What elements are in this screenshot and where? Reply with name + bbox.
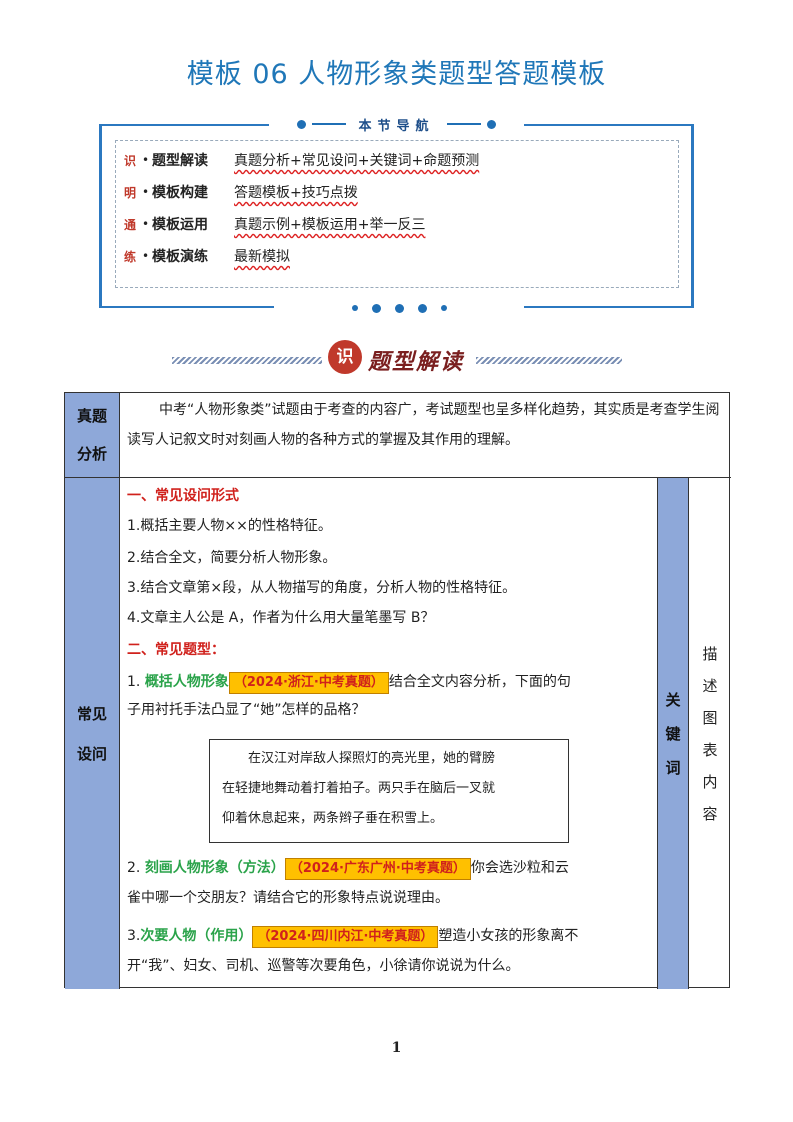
page-title: 模板 06 人物形象类题型答题模板 xyxy=(186,59,607,90)
quoted-passage: 在汉江对岸敌人探照灯的亮光里，她的臂膀 在轻捷地舞动着打着拍子。两只手在脑后一叉… xyxy=(209,739,569,843)
navigation-heading-bar: 本节导航 xyxy=(269,114,524,134)
section-heading-forms: 一、常见设问形式 xyxy=(127,488,239,504)
question-form: 3.结合文章第×段，从人物描写的角度，分析人物的性格特征。 xyxy=(127,580,517,596)
row-label-analysis: 真题 分析 xyxy=(65,393,119,477)
question-type-3: 3.次要人物（作用）（2024·四川内江·中考真题）塑造小女孩的形象离不 xyxy=(127,921,578,951)
navigation-list: 识 • 题型解读 真题分析+常见设问+关键词+命题预测 明 • 模板构建 答题模… xyxy=(115,140,679,288)
section-heading-types: 二、常见题型： xyxy=(127,642,225,658)
question-form: 4.文章主人公是 A，作者为什么用大量笔墨写 B？ xyxy=(127,610,435,626)
row-label-common-questions: 常见 设问 xyxy=(65,478,119,989)
analysis-text: 中考“人物形象类”试题由于考查的内容广，考试题型也呈多样化趋势，其实质是考查学生… xyxy=(127,402,720,448)
section-navigation: 本节导航 识 • 题型解读 真题分析+常见设问+关键词+命题预测 明 • 模板构… xyxy=(99,114,694,314)
dot-icon xyxy=(297,119,307,129)
source-tag: （2024·浙江·中考真题） xyxy=(228,672,389,694)
page-number: 1 xyxy=(391,1040,402,1056)
question-type-1: 1. 概括人物形象（2024·浙江·中考真题）结合全文内容分析，下面的句 xyxy=(127,667,571,697)
keyword-label: 关 键 词 xyxy=(658,478,688,989)
navigation-bottom-decoration xyxy=(274,302,524,314)
question-type-2: 2. 刻画人物形象（方法）（2024·广东广州·中考真题）你会选沙粒和云 xyxy=(127,853,569,883)
keyword-value: 描 述 图 表 内 容 xyxy=(702,644,718,823)
navigation-heading: 本节导航 xyxy=(358,118,435,134)
analysis-table: 真题 分析 中考“人物形象类”试题由于考查的内容广，考试题型也呈多样化趋势，其实… xyxy=(64,392,731,989)
section-title: 题型解读 xyxy=(368,350,465,375)
nav-item-question-interpretation[interactable]: 识 • 题型解读 真题分析+常见设问+关键词+命题预测 xyxy=(124,153,480,169)
source-tag: （2024·广东广州·中考真题） xyxy=(284,858,471,880)
section-badge: 识 xyxy=(328,340,362,374)
source-tag: （2024·四川内江·中考真题） xyxy=(252,926,439,948)
question-form: 1.概括主要人物××的性格特征。 xyxy=(127,518,332,534)
common-questions-content: 一、常见设问形式 1.概括主要人物××的性格特征。 2.结合全文，简要分析人物形… xyxy=(127,481,653,987)
nav-item-template-build[interactable]: 明 • 模板构建 答题模板+技巧点拨 xyxy=(124,185,358,201)
dot-icon xyxy=(486,119,496,129)
nav-item-template-use[interactable]: 通 • 模板运用 真题示例+模板运用+举一反三 xyxy=(124,217,426,233)
nav-item-template-practice[interactable]: 练 • 模板演练 最新模拟 xyxy=(124,249,290,265)
question-form: 2.结合全文，简要分析人物形象。 xyxy=(127,550,337,566)
section-banner: 识 题型解读 xyxy=(0,340,793,380)
